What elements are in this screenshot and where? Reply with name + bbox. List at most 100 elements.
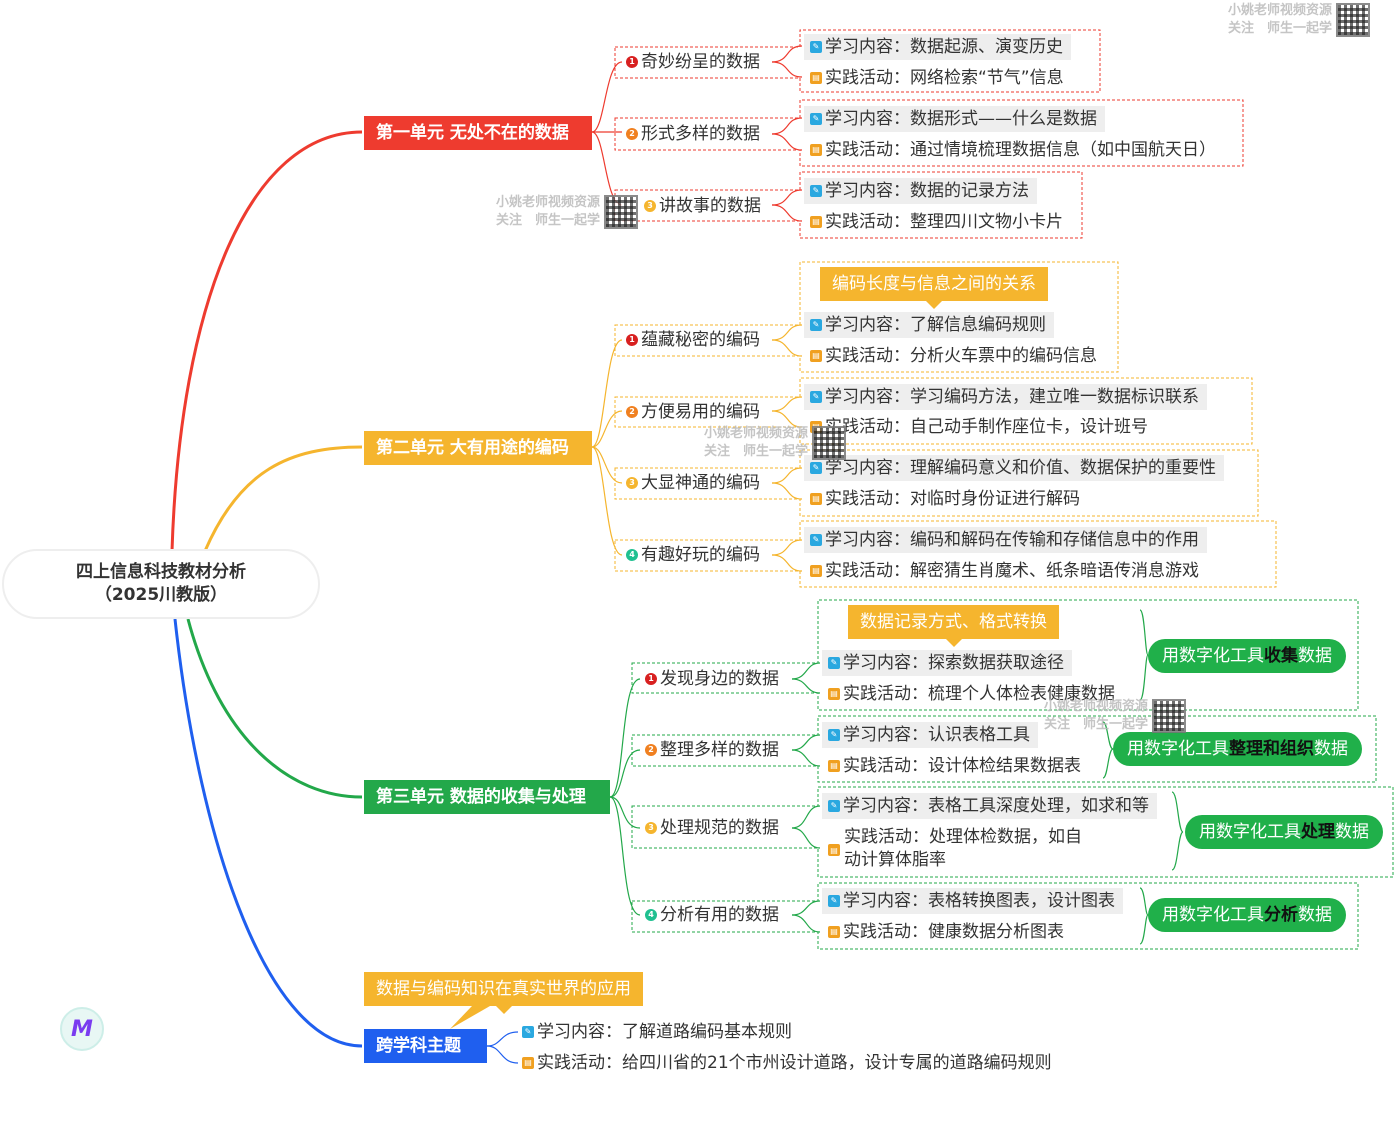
learn-content[interactable]: ✎学习内容：数据的记录方法	[804, 178, 1037, 204]
lesson-title: 分析有用的数据	[660, 905, 779, 925]
learn-content[interactable]: ✎学习内容：表格工具深度处理，如求和等	[822, 793, 1157, 819]
activity-content[interactable]: ▤实践活动：整理四川文物小卡片	[804, 209, 1063, 235]
unit-3-topic[interactable]: 第三单元 数据的收集与处理	[364, 780, 610, 814]
lesson-2-1[interactable]: 1 蕴藏秘密的编码	[626, 326, 760, 354]
lesson-3-4[interactable]: 4 分析有用的数据	[645, 901, 779, 929]
qr-code-icon	[1336, 3, 1371, 37]
callout-note[interactable]: 数据记录方式、格式转换	[848, 605, 1059, 647]
root-topic[interactable]: 四上信息科技教材分析 （2025川教版）	[2, 549, 320, 619]
lesson-3-1[interactable]: 1 发现身边的数据	[645, 665, 779, 693]
learn-content[interactable]: ✎学习内容：表格转换图表，设计图表	[822, 888, 1123, 914]
learn-content[interactable]: ✎学习内容：数据起源、演变历史	[804, 34, 1071, 60]
activity-icon: ▤	[810, 493, 822, 505]
number-1-icon: 1	[626, 334, 638, 346]
lesson-title: 讲故事的数据	[659, 196, 761, 216]
summary-organize[interactable]: 用数字化工具整理和组织数据	[1113, 732, 1362, 766]
learn-content[interactable]: ✎学习内容：认识表格工具	[822, 722, 1038, 748]
lesson-1-1[interactable]: 1 奇妙纷呈的数据	[626, 48, 760, 76]
activity-content[interactable]: ▤实践活动：设计体检结果数据表	[822, 753, 1081, 779]
number-3-icon: 3	[644, 200, 656, 212]
lesson-title: 形式多样的数据	[641, 124, 760, 144]
learn-content[interactable]: ✎学习内容：数据形式——什么是数据	[804, 106, 1105, 132]
activity-icon: ▤	[828, 844, 840, 856]
lesson-title: 蕴藏秘密的编码	[641, 330, 760, 350]
number-2-icon: 2	[645, 744, 657, 756]
m-logo-icon[interactable]: M	[60, 1007, 104, 1051]
callout-note[interactable]: 编码长度与信息之间的关系	[820, 267, 1048, 309]
activity-icon: ▤	[828, 760, 840, 772]
lesson-title: 处理规范的数据	[660, 818, 779, 838]
lesson-title: 奇妙纷呈的数据	[641, 52, 760, 72]
activity-content[interactable]: ▤实践活动：给四川省的21个市州设计道路，设计专属的道路编码规则	[516, 1050, 1052, 1076]
activity-icon: ▤	[828, 688, 840, 700]
number-2-icon: 2	[626, 128, 638, 140]
summary-analyze[interactable]: 用数字化工具分析数据	[1148, 898, 1346, 932]
activity-content[interactable]: ▤实践活动：对临时身份证进行解码	[804, 486, 1080, 512]
lesson-1-2[interactable]: 2 形式多样的数据	[626, 120, 760, 148]
learning-icon: ✎	[828, 657, 840, 669]
unit-1-topic[interactable]: 第一单元 无处不在的数据	[364, 116, 592, 150]
activity-content[interactable]: ▤实践活动：解密猜生肖魔术、纸条暗语传消息游戏	[804, 558, 1199, 584]
root-title: 四上信息科技教材分析	[76, 562, 246, 582]
learning-icon: ✎	[828, 800, 840, 812]
number-4-icon: 4	[645, 909, 657, 921]
activity-icon: ▤	[810, 216, 822, 228]
learn-content[interactable]: ✎学习内容：理解编码意义和价值、数据保护的重要性	[804, 455, 1224, 481]
learning-icon: ✎	[810, 391, 822, 403]
lesson-2-4[interactable]: 4 有趣好玩的编码	[626, 541, 760, 569]
activity-content[interactable]: ▤实践活动：梳理个人体检表健康数据	[822, 681, 1115, 707]
learning-icon: ✎	[522, 1026, 534, 1038]
learning-icon: ✎	[810, 462, 822, 474]
activity-content[interactable]: ▤实践活动：健康数据分析图表	[822, 919, 1064, 945]
watermark: 小姚老师视频资源关注 师生一起学	[496, 194, 639, 230]
learn-content[interactable]: ✎学习内容：编码和解码在传输和存储信息中的作用	[804, 527, 1207, 553]
qr-code-icon	[1152, 699, 1187, 733]
learning-icon: ✎	[810, 113, 822, 125]
learning-icon: ✎	[810, 41, 822, 53]
activity-icon: ▤	[810, 350, 822, 362]
learn-content[interactable]: ✎学习内容：探索数据获取途径	[822, 650, 1072, 676]
root-subtitle: （2025川教版）	[94, 585, 228, 605]
learning-icon: ✎	[828, 729, 840, 741]
lesson-2-3[interactable]: 3 大显神通的编码	[626, 469, 760, 497]
number-4-icon: 4	[626, 549, 638, 561]
learn-content[interactable]: ✎学习内容：了解道路编码基本规则	[516, 1019, 792, 1045]
callout-note[interactable]: 数据与编码知识在真实世界的应用	[364, 972, 643, 1014]
number-3-icon: 3	[645, 822, 657, 834]
lesson-title: 有趣好玩的编码	[641, 545, 760, 565]
learn-content[interactable]: ✎学习内容：学习编码方法，建立唯一数据标识联系	[804, 384, 1207, 410]
lesson-title: 方便易用的编码	[641, 402, 760, 422]
summary-process[interactable]: 用数字化工具处理数据	[1185, 815, 1383, 849]
lesson-title: 大显神通的编码	[641, 473, 760, 493]
cross-discipline-topic[interactable]: 跨学科主题	[364, 1029, 487, 1063]
number-2-icon: 2	[626, 406, 638, 418]
watermark: 小姚老师视频资源关注 师生一起学	[704, 425, 847, 461]
activity-content[interactable]: ▤实践活动：分析火车票中的编码信息	[804, 343, 1097, 369]
unit-2-topic[interactable]: 第二单元 大有用途的编码	[364, 431, 592, 465]
activity-icon: ▤	[810, 144, 822, 156]
activity-content[interactable]: ▤实践活动：通过情境梳理数据信息（如中国航天日）	[804, 137, 1216, 163]
learning-icon: ✎	[828, 895, 840, 907]
activity-icon: ▤	[810, 72, 822, 84]
activity-content[interactable]: ▤实践活动：网络检索“节气”信息	[804, 65, 1064, 91]
activity-content[interactable]: ▤实践活动：自己动手制作座位卡，设计班号	[804, 414, 1148, 440]
learn-content[interactable]: ✎学习内容：了解信息编码规则	[804, 312, 1054, 338]
number-1-icon: 1	[645, 673, 657, 685]
lesson-1-3[interactable]: 3 讲故事的数据	[644, 192, 761, 220]
summary-collect[interactable]: 用数字化工具收集数据	[1148, 639, 1346, 673]
lesson-title: 发现身边的数据	[660, 669, 779, 689]
number-3-icon: 3	[626, 477, 638, 489]
number-1-icon: 1	[626, 56, 638, 68]
activity-icon: ▤	[810, 565, 822, 577]
qr-code-icon	[812, 426, 847, 460]
watermark: 小姚老师视频资源关注 师生一起学	[1228, 2, 1371, 38]
lesson-3-2[interactable]: 2 整理多样的数据	[645, 736, 779, 764]
activity-content[interactable]: ▤ 实践活动：处理体检数据，如自 动计算体脂率	[822, 826, 1112, 874]
learning-icon: ✎	[810, 185, 822, 197]
learning-icon: ✎	[810, 319, 822, 331]
lesson-3-3[interactable]: 3 处理规范的数据	[645, 814, 779, 842]
learning-icon: ✎	[810, 534, 822, 546]
lesson-2-2[interactable]: 2 方便易用的编码	[626, 398, 760, 426]
